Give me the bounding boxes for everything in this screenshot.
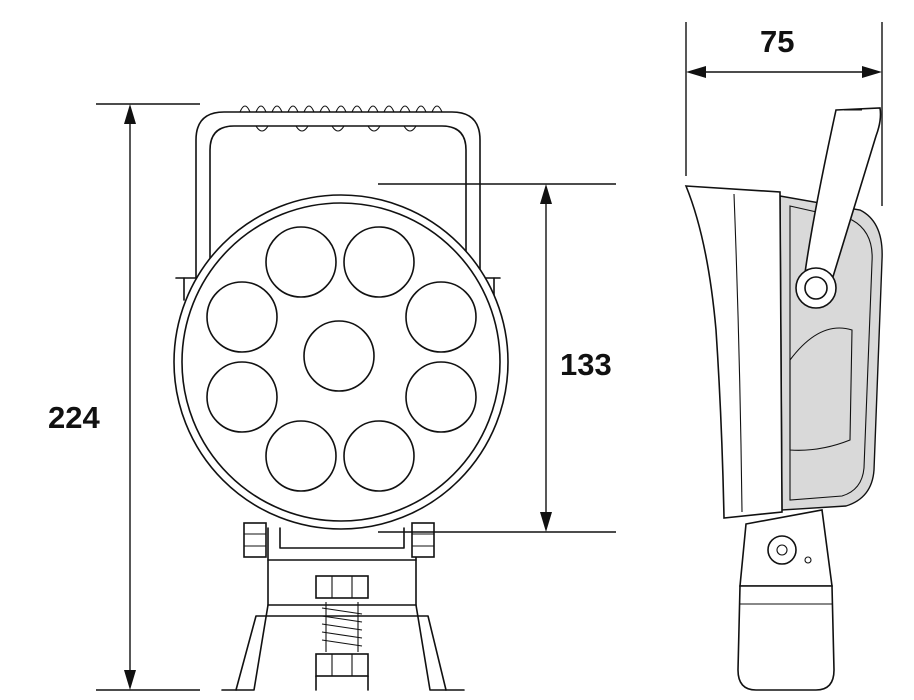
side-view <box>684 107 883 691</box>
front-bezel <box>684 185 783 519</box>
led <box>405 361 477 433</box>
front-view <box>173 105 509 691</box>
dimension-224 <box>96 103 200 691</box>
spring <box>321 602 363 652</box>
base-socket <box>737 585 835 691</box>
dimension-label-133: 133 <box>560 347 612 382</box>
dimension-133 <box>378 183 616 533</box>
led <box>405 281 477 353</box>
led <box>343 420 415 492</box>
dimension-75 <box>685 22 883 206</box>
dimension-label-75: 75 <box>760 24 794 59</box>
lamp-housing <box>173 194 509 530</box>
led-array <box>206 226 477 492</box>
led <box>343 226 415 298</box>
led <box>265 420 337 492</box>
lower-mount <box>221 522 465 691</box>
led <box>206 281 278 353</box>
led <box>303 320 375 392</box>
bracket-teeth <box>239 105 443 132</box>
dimension-label-224: 224 <box>48 400 100 435</box>
led <box>206 361 278 433</box>
led <box>265 226 337 298</box>
